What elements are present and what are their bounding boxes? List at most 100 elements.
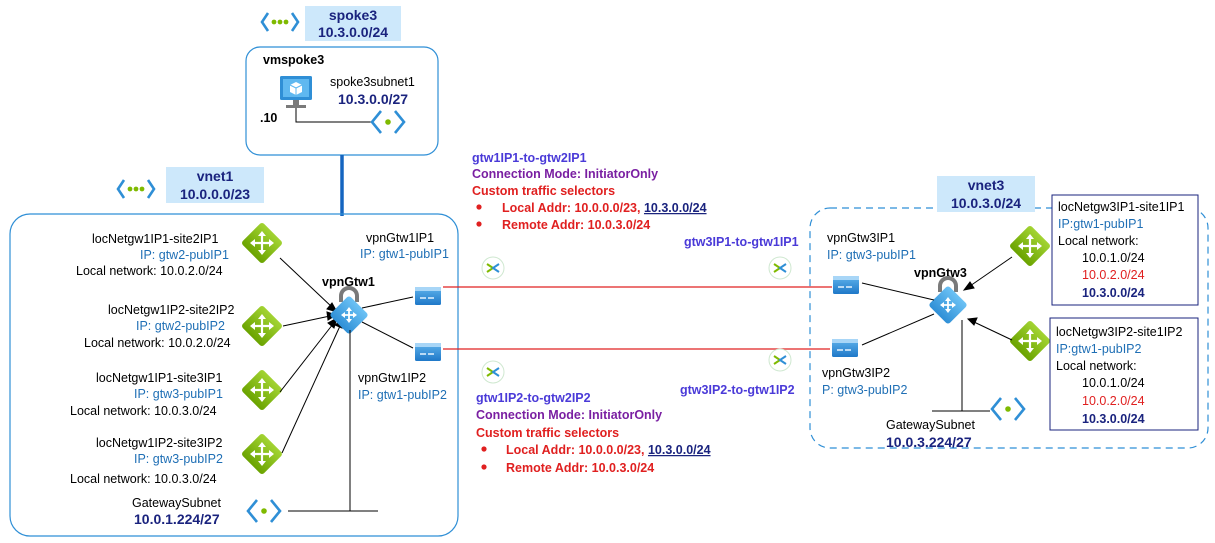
spoke3-title: spoke3	[329, 7, 377, 23]
remote-addr: Remote Addr: 10.0.3.0/24	[506, 461, 654, 475]
lgw-net2: 10.0.2.0/24	[1082, 394, 1145, 408]
vnet3-title: vnet3	[968, 177, 1005, 193]
connection-mode: Connection Mode: InitiatorOnly	[472, 167, 658, 181]
public-ip-icon	[832, 275, 860, 295]
vpngtw1-ip2-name: vpnGtw1IP2	[358, 371, 426, 385]
lgw-ip: IP: gtw2-pubIP2	[136, 319, 225, 333]
lgw-ip: IP:gtw1-pubIP2	[1056, 342, 1142, 356]
gw1-to-pip2	[361, 321, 414, 349]
vnet1-label-bg	[166, 167, 264, 203]
lgw-network: Local network: 10.0.2.0/24	[76, 264, 223, 278]
gateway-subnet-address: 10.0.1.224/27	[134, 511, 220, 527]
connection-4-name: gtw3IP2-to-gtw1IP2	[680, 383, 795, 397]
connection-icon	[768, 256, 792, 280]
lgw-net3: 10.3.0.0/24	[1082, 286, 1145, 300]
lgw-ip: IP:gtw1-pubIP1	[1058, 217, 1144, 231]
vnet1-local-gateway-2: locNetgw1IP2-site2IP2 IP: gtw2-pubIP2 Lo…	[84, 303, 285, 350]
public-ip-icon	[831, 338, 859, 358]
lgw-network: Local network: 10.0.2.0/24	[84, 336, 231, 350]
vnet3-boundary	[809, 207, 1209, 449]
local-network-gateway-icon	[1007, 318, 1053, 364]
gw3-to-pip1	[861, 282, 935, 301]
connection-3-name: gtw3IP1-to-gtw1IP1	[684, 235, 799, 249]
connection-name: gtw1IP2-to-gtw2IP2	[476, 391, 591, 405]
vpngtw3-name: vpnGtw3	[914, 266, 967, 280]
lgw-name: locNetgw1IP2-site3IP2	[96, 436, 223, 450]
vnet3: vnet3 10.0.3.0/24 vpnGtw3IP1 IP: gtw3-pu…	[809, 176, 1209, 450]
lgw-name: locNetgw3IP1-site1IP1	[1058, 200, 1185, 214]
gateway-subnet-address: 10.0.3.224/27	[886, 434, 972, 450]
lgw-ip: IP: gtw3-pubIP1	[134, 387, 223, 401]
connection-icon	[481, 360, 505, 384]
local-network-gateway-icon	[239, 220, 285, 266]
local-addr-prefix: Local Addr: 10.0.0.0/23,	[506, 443, 644, 457]
bullet	[476, 204, 482, 210]
public-ip-icon	[414, 342, 442, 362]
bullet	[481, 446, 487, 452]
spoke3-vnet-icon	[260, 11, 300, 33]
lgw-box	[1049, 317, 1199, 431]
vpngtw3-ip1-pip: IP: gtw3-pubIP1	[827, 248, 916, 262]
spoke3-subnet-address: 10.3.0.0/27	[338, 91, 408, 107]
public-ip-icon	[414, 286, 442, 306]
connection-mode: Connection Mode: InitiatorOnly	[476, 408, 662, 422]
local-network-gateway-icon	[239, 303, 285, 349]
vpngtw3-ip2-name: vpnGtw3IP2	[822, 366, 890, 380]
connection-icon	[481, 256, 505, 280]
vnet3-address: 10.0.3.0/24	[951, 195, 1021, 211]
lgw-network: Local network: 10.0.3.0/24	[70, 404, 217, 418]
vnet1-local-gateway-4: locNetgw1IP2-site3IP2 IP: gtw3-pubIP2 Lo…	[70, 431, 285, 486]
lgw-net3: 10.3.0.0/24	[1082, 412, 1145, 426]
spoke3-address: 10.3.0.0/24	[318, 24, 388, 40]
vnet3-lgw-arrows	[962, 256, 1013, 341]
vnet3-label-bg	[937, 176, 1035, 212]
gateway-subnet-label: GatewaySubnet	[886, 418, 975, 432]
traffic-selectors-title: Custom traffic selectors	[476, 426, 619, 440]
spoke3-subnet-icon	[370, 109, 406, 135]
vnet1: vnet1 10.0.0.0/23 locNetgw1IP1-site2IP1 …	[9, 167, 459, 537]
spoke3-subnet-name: spoke3subnet1	[330, 75, 415, 89]
lgw-network-label: Local network:	[1056, 359, 1137, 373]
spoke3-label-bg	[305, 6, 401, 41]
vnet1-local-gateway-3: locNetgw1IP1-site3IP1 IP: gtw3-pubIP1 Lo…	[70, 367, 285, 418]
gateway-subnet-icon	[246, 498, 282, 524]
gw3-to-pip2	[861, 313, 935, 346]
local-addr-prefix: Local Addr: 10.0.0.0/23,	[502, 201, 640, 215]
vpngtw1-ip2-pip: IP: gtw1-pubIP2	[358, 388, 447, 402]
vpngtw1-name: vpnGtw1	[322, 275, 375, 289]
lgw-net1: 10.0.1.0/24	[1082, 376, 1145, 390]
vnet3-local-gateway-1: locNetgw3IP1-site1IP1 IP:gtw1-pubIP1 Loc…	[1051, 194, 1199, 306]
lgw-box	[1051, 194, 1199, 306]
gateway-subnet-label: GatewaySubnet	[132, 496, 221, 510]
lgw-name: locNetgw3IP2-site1IP2	[1056, 325, 1183, 339]
lgw-name: locNetgw1IP1-site2IP1	[92, 232, 219, 246]
lgw-ip: IP: gtw2-pubIP1	[140, 248, 229, 262]
vpn-gateway-icon	[327, 286, 371, 337]
local-addr-extra: 10.3.0.0/24	[648, 443, 711, 457]
vnet1-local-gateway-1: locNetgw1IP1-site2IP1 IP: gtw2-pubIP1 Lo…	[76, 220, 285, 278]
traffic-selectors-title: Custom traffic selectors	[472, 184, 615, 198]
vpngtw1-ip1-pip: IP: gtw1-pubIP1	[360, 247, 449, 261]
local-addr: Local Addr: 10.0.0.0/23, 10.3.0.0/24	[506, 443, 711, 457]
connection-1-details: gtw1IP1-to-gtw2IP1 Connection Mode: Init…	[472, 151, 707, 232]
lgw-name: locNetgw1IP1-site3IP1	[96, 371, 223, 385]
remote-addr: Remote Addr: 10.0.3.0/24	[502, 218, 650, 232]
lgw-network: Local network: 10.0.3.0/24	[70, 472, 217, 486]
vnet1-title: vnet1	[197, 168, 234, 184]
bullet	[476, 221, 482, 227]
vm-name: vmspoke3	[263, 53, 324, 67]
gw1-to-pip1	[361, 296, 414, 309]
local-network-gateway-icon	[239, 367, 285, 413]
vpngtw3-ip2-pip: P: gtw3-pubIP2	[822, 383, 908, 397]
lgw-ip: IP: gtw3-pubIP2	[134, 452, 223, 466]
vpngtw1-ip1-name: vpnGtw1IP1	[366, 231, 434, 245]
vnet1-address: 10.0.0.0/23	[180, 186, 250, 202]
lgw-network-label: Local network:	[1058, 234, 1139, 248]
vnet1-vnet-icon	[116, 178, 156, 200]
connection-icon	[768, 348, 792, 372]
local-addr: Local Addr: 10.0.0.0/23, 10.3.0.0/24	[502, 201, 707, 215]
bullet	[481, 464, 487, 470]
lgw-net2: 10.0.2.0/24	[1082, 268, 1145, 282]
connection-name: gtw1IP1-to-gtw2IP1	[472, 151, 587, 165]
